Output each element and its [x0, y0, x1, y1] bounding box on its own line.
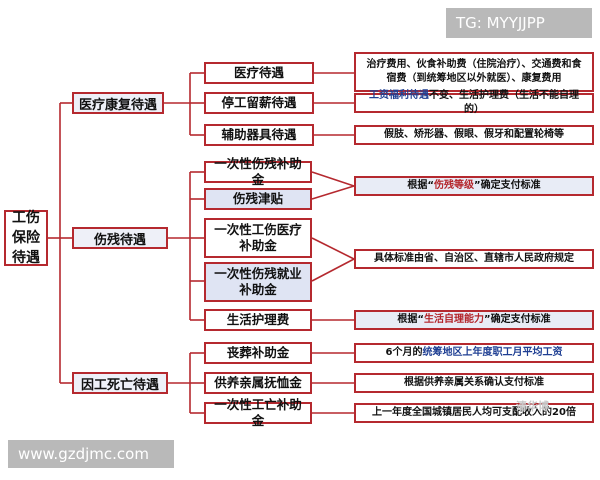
desc-text: 6个月的统筹地区上年度职工月平均工资	[386, 346, 563, 360]
desc-provincial-standard: 具体标准由省、自治区、直辖市人民政府规定	[354, 249, 594, 269]
category-medical: 医疗康复待遇	[72, 92, 164, 114]
item-living-care-fee: 生活护理费	[204, 309, 312, 331]
item-one-time-death-subsidy: 一次性工亡补助金	[204, 397, 312, 428]
root-node: 工伤保险待遇	[4, 210, 48, 266]
desc-highlight: 生活自理能力	[424, 314, 484, 325]
item-label: 医疗待遇	[233, 65, 284, 80]
item-label: 丧葬补助金	[226, 345, 290, 360]
category-label: 伤残待遇	[93, 232, 146, 248]
item-label: 一次性工亡补助金	[214, 397, 302, 428]
item-label: 一次性伤残就业补助金	[214, 266, 302, 297]
desc-highlight: 统筹地区上年度职工月平均工资	[422, 347, 563, 358]
item-label: 一次性伤残补助金	[214, 156, 302, 187]
item-one-time-medical-subsidy: 一次性工伤医疗补助金	[204, 218, 312, 258]
item-label: 辅助器具待遇	[221, 127, 297, 142]
bottom-label-text: www.gzdjmc.com	[18, 445, 149, 463]
desc-assistive-devices: 假肢、矫形器、假眼、假牙和配置轮椅等	[354, 125, 594, 145]
item-one-time-employment-subsidy: 一次性伤残就业补助金	[204, 262, 312, 302]
watermark: 清华博	[516, 398, 549, 414]
desc-text: 假肢、矫形器、假眼、假牙和配置轮椅等	[384, 129, 564, 140]
item-assistive-devices: 辅助器具待遇	[204, 124, 314, 146]
bottom-label-badge: www.gzdjmc.com	[8, 440, 174, 468]
desc-text: 治疗费用、伙食补助费（住院治疗）、交通费和食宿费（到统筹地区以外就医）、康复费用	[366, 59, 582, 84]
desc-disability-grade: 根据“伤残等级”确定支付标准	[354, 176, 594, 196]
item-dependent-pension: 供养亲属抚恤金	[204, 372, 312, 394]
category-label: 因工死亡待遇	[80, 377, 159, 393]
item-medical-treatment: 医疗待遇	[204, 62, 314, 84]
item-work-suspension: 停工留薪待遇	[204, 92, 314, 114]
category-death: 因工死亡待遇	[72, 372, 168, 394]
desc-one-time-death-subsidy: 上一年度全国城镇居民人均可支配收入的20倍	[354, 403, 594, 423]
desc-suffix: ”确定支付标准	[484, 314, 551, 325]
desc-dependent-pension: 根据供养亲属关系确认支付标准	[354, 373, 594, 393]
category-disability: 伤残待遇	[72, 227, 168, 249]
desc-suffix: 不变、生活护理费（生活不能自理的）	[429, 90, 579, 115]
item-funeral-subsidy: 丧葬补助金	[204, 342, 312, 364]
desc-text: 根据供养亲属关系确认支付标准	[404, 377, 544, 388]
category-label: 医疗康复待遇	[78, 97, 157, 113]
desc-highlight: 伤残等级	[434, 180, 474, 191]
desc-text: 上一年度全国城镇居民人均可支配收入的20倍	[372, 407, 576, 418]
desc-suffix: ”确定支付标准	[474, 180, 541, 191]
desc-highlight: 工资福利待遇	[369, 90, 429, 101]
item-label: 生活护理费	[226, 312, 290, 327]
watermark-text: 清华博	[516, 400, 549, 413]
desc-self-care-ability: 根据“生活自理能力”确定支付标准	[354, 310, 594, 330]
item-label: 伤残津贴	[232, 191, 283, 206]
desc-funeral-subsidy: 6个月的统筹地区上年度职工月平均工资	[354, 343, 594, 363]
item-disability-allowance: 伤残津贴	[204, 188, 312, 210]
desc-prefix: 根据“	[397, 314, 424, 325]
top-label-badge: TG: MYYJJPP	[446, 8, 592, 38]
top-label-text: TG: MYYJJPP	[456, 14, 545, 32]
desc-text: 具体标准由省、自治区、直辖市人民政府规定	[374, 253, 574, 264]
desc-text: 根据“伤残等级”确定支付标准	[407, 179, 540, 193]
item-one-time-disability-subsidy: 一次性伤残补助金	[204, 156, 312, 187]
desc-work-suspension: 工资福利待遇不变、生活护理费（生活不能自理的）	[354, 90, 594, 115]
item-label: 供养亲属抚恤金	[214, 375, 302, 390]
desc-medical-treatment: 治疗费用、伙食补助费（住院治疗）、交通费和食宿费（到统筹地区以外就医）、康复费用	[354, 52, 594, 92]
item-label: 一次性工伤医疗补助金	[214, 222, 302, 253]
root-label: 工伤保险待遇	[12, 210, 40, 266]
desc-text: 工资福利待遇不变、生活护理费（生活不能自理的）	[362, 89, 586, 117]
desc-prefix: 6个月的	[385, 347, 423, 358]
desc-text: 根据“生活自理能力”确定支付标准	[397, 313, 550, 327]
desc-prefix: 根据“	[407, 180, 434, 191]
item-label: 停工留薪待遇	[221, 95, 297, 110]
